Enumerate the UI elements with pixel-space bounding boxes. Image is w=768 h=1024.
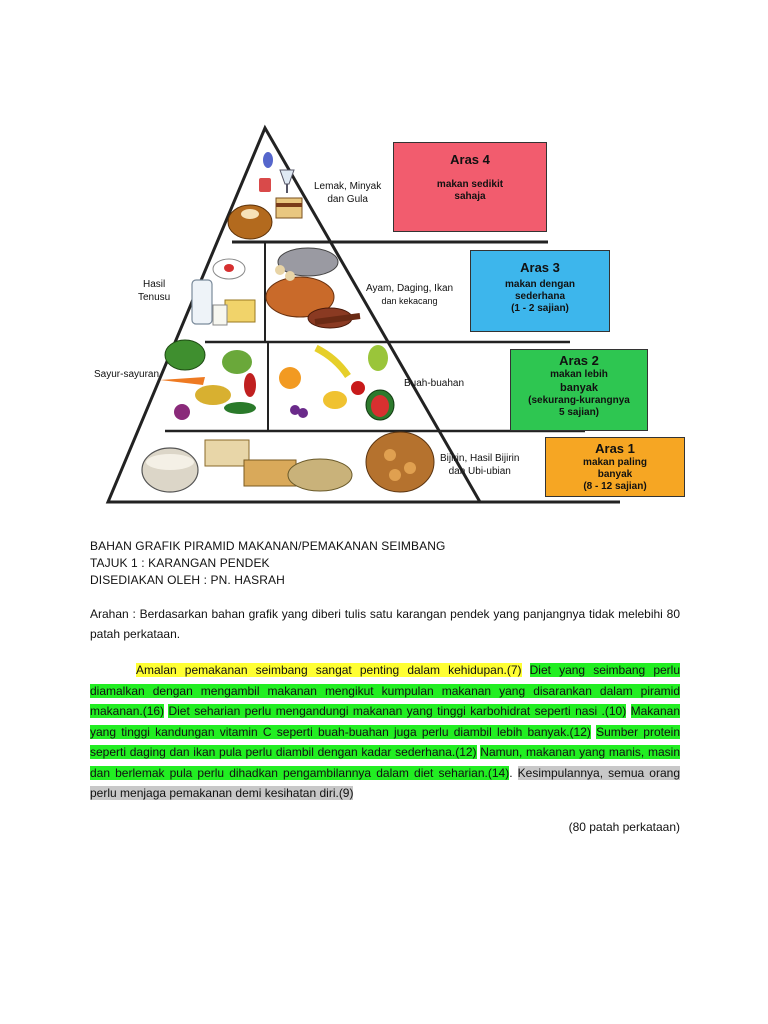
level-3-desc2: sederhana — [514, 291, 566, 302]
level-2-box: Aras 2 makan lebih banyak (sekurang-kura… — [510, 349, 648, 431]
label-protein: Ayam, Daging, Ikan dan kekacang — [366, 282, 453, 308]
label-grains-line2: dan Ubi-ubian — [448, 466, 511, 477]
label-grains-line1: Bijirin, Hasil Bijirin — [440, 453, 520, 464]
word-count: (80 patah perkataan) — [568, 820, 680, 834]
essay-separator: . — [509, 765, 513, 780]
label-protein-line1: Ayam, Daging, Ikan — [366, 283, 454, 294]
level-2-desc3: (sekurang-kurangnya — [528, 395, 630, 406]
header-topic: TAJUK 1 : KARANGAN PENDEK — [90, 556, 270, 570]
label-dairy-line2: Tenusu — [138, 292, 171, 303]
essay-paragraph: Amalan pemakanan seimbang sangat penting… — [90, 660, 681, 804]
label-fats-line1: Lemak, Minyak — [314, 181, 382, 192]
header-title: BAHAN GRAFIK PIRAMID MAKANAN/PEMAKANAN S… — [90, 539, 446, 553]
level-4-title: Aras 4 — [450, 152, 490, 167]
level-4-desc2: sahaja — [454, 191, 486, 202]
level-1-desc3: (8 - 12 sajian) — [583, 481, 647, 492]
label-fats: Lemak, Minyak dan Gula — [314, 180, 381, 206]
label-grains: Bijirin, Hasil Bijirin dan Ubi-ubian — [440, 452, 519, 478]
document-header: BAHAN GRAFIK PIRAMID MAKANAN/PEMAKANAN S… — [90, 538, 680, 589]
level-3-box: Aras 3 makan dengan sederhana (1 - 2 saj… — [470, 250, 610, 332]
level-1-box: Aras 1 makan paling banyak (8 - 12 sajia… — [545, 437, 685, 497]
label-dairy: Hasil Tenusu — [138, 278, 170, 304]
fruit-illustration — [279, 344, 395, 421]
document-body: BAHAN GRAFIK PIRAMID MAKANAN/PEMAKANAN S… — [90, 538, 681, 804]
label-dairy-line1: Hasil — [143, 279, 166, 290]
food-pyramid-figure: Lemak, Minyak dan Gula Hasil Tenusu Ayam… — [94, 124, 685, 504]
level-3-desc3: (1 - 2 sajian) — [511, 303, 569, 314]
level-2-desc4: 5 sajian) — [558, 407, 600, 418]
header-author: DISEDIAKAN OLEH : PN. HASRAH — [90, 573, 285, 587]
pyramid-drawing — [105, 124, 620, 504]
level-2-title: Aras 2 — [559, 353, 599, 368]
grains-illustration — [141, 431, 435, 493]
level-3-desc1: makan dengan — [504, 279, 576, 290]
level-2-desc1: makan lebih — [550, 369, 608, 380]
essay-sentence-3: Diet seharian perlu mengandungi makanan … — [168, 704, 627, 718]
label-protein-line2: dan kekacang — [381, 296, 438, 306]
vegetables-illustration — [160, 339, 256, 420]
label-fruit: Buah-buahan — [404, 378, 465, 389]
dairy-illustration — [191, 258, 256, 326]
label-fats-line2: dan Gula — [327, 194, 368, 205]
label-vegetables: Sayur-sayuran — [94, 369, 160, 380]
level-2-desc2: banyak — [560, 382, 598, 394]
level-3-title: Aras 3 — [520, 260, 560, 275]
instruction-text: Arahan : Berdasarkan bahan grafik yang d… — [90, 607, 680, 641]
essay-sentence-1: Amalan pemakanan seimbang sangat penting… — [136, 663, 522, 677]
protein-illustration — [265, 247, 361, 329]
level-1-desc2: banyak — [597, 469, 633, 480]
level-1-title: Aras 1 — [595, 441, 635, 456]
fats-sugar-illustration — [227, 152, 303, 240]
level-4-desc1: makan sedikit — [436, 179, 504, 190]
level-4-box: Aras 4 makan sedikit sahaja — [393, 142, 547, 232]
level-1-desc1: makan paling — [583, 457, 647, 468]
